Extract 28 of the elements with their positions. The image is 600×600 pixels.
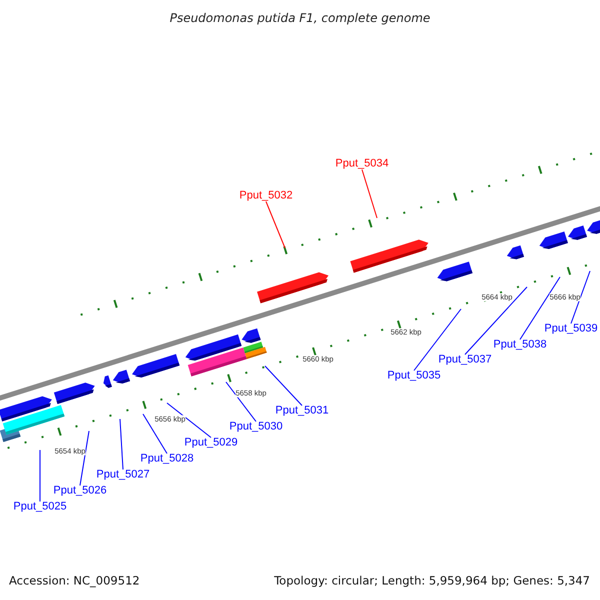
footer-text: Topology: circular; Length: 5,959,964 bp; Genes: 5,347: [274, 575, 590, 587]
leader-line: [570, 270, 590, 324]
gene-label: Pput_5027: [96, 470, 150, 480]
footer-text: Accession: NC_009512: [9, 575, 140, 587]
gene-label: Pput_5037: [438, 354, 492, 366]
leader-line: [264, 366, 302, 406]
gene-label: Pput_5025: [13, 502, 67, 512]
leader-line: [120, 418, 124, 470]
leader-line: [266, 201, 286, 248]
gene-label: Pput_5034: [335, 158, 389, 170]
gene-label: Pput_5028: [140, 454, 194, 464]
gene-label: Pput_5032: [239, 190, 293, 202]
leader-line: [166, 402, 212, 438]
gene-label: Pput_5038: [493, 340, 547, 350]
gene-label: Pput_5031: [275, 406, 329, 416]
leader-line: [362, 169, 378, 218]
leader-line: [414, 308, 462, 371]
leader-line: [520, 276, 560, 340]
leader-line: [226, 382, 256, 422]
gene-label: Pput_5035: [387, 370, 441, 382]
gene-label: Pput_5030: [229, 422, 283, 432]
leader-line: [464, 286, 528, 355]
gene-label: Pput_5026: [53, 486, 107, 496]
leader-line: [80, 430, 90, 486]
leader-line: [142, 414, 168, 454]
diagram-title: Pseudomonas putida F1, complete genome: [170, 12, 430, 24]
gene-label: Pput_5029: [184, 438, 238, 448]
gene-label: Pput_5039: [544, 324, 598, 334]
